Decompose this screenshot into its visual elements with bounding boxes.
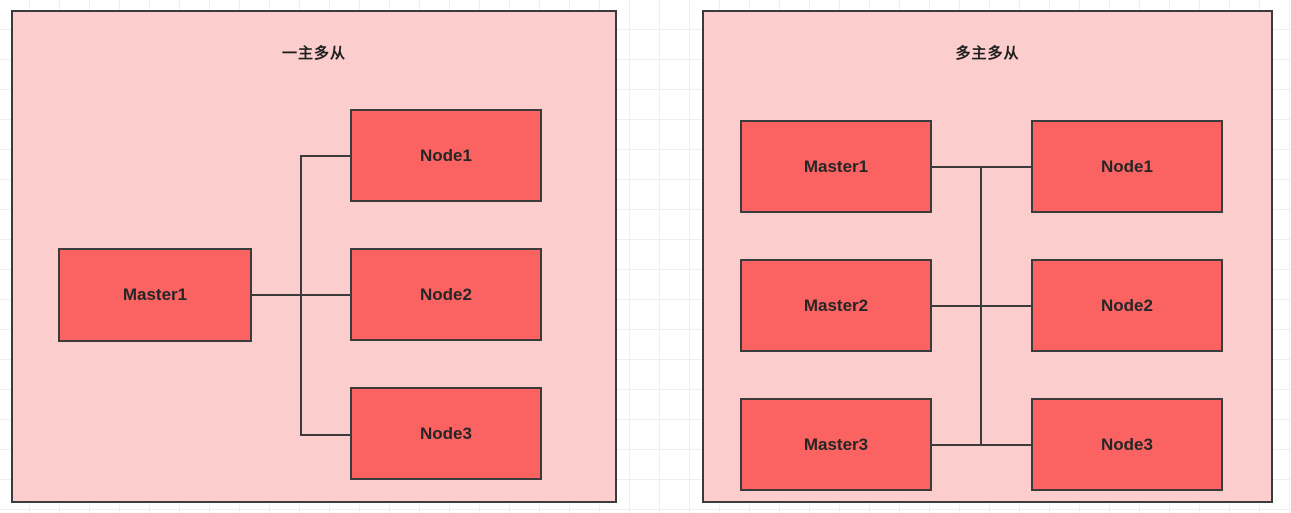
master-box-master3[interactable]: Master3	[740, 398, 932, 491]
master-box-master1[interactable]: Master1	[58, 248, 252, 342]
node-box-node3[interactable]: Node3	[1031, 398, 1223, 491]
node-box-node2[interactable]: Node2	[350, 248, 542, 341]
connector-master3-to-node3	[932, 444, 1031, 446]
node-box-node3[interactable]: Node3	[350, 387, 542, 480]
connector-master1-to-node1	[932, 166, 1031, 168]
master-box-master1[interactable]: Master1	[740, 120, 932, 213]
master-box-master2[interactable]: Master2	[740, 259, 932, 352]
connector-trunk-to-node1	[300, 155, 350, 157]
node-box-node2[interactable]: Node2	[1031, 259, 1223, 352]
panel-title-multi-master-multi-slave: 多主多从	[955, 44, 1020, 62]
connector-trunk-to-node3	[300, 434, 350, 436]
node-box-node1[interactable]: Node1	[350, 109, 542, 202]
panel-title-single-master-multi-slave: 一主多从	[281, 44, 346, 62]
connector-trunk-to-node2	[300, 294, 350, 296]
node-box-node1[interactable]: Node1	[1031, 120, 1223, 213]
connector-master2-to-node2	[932, 305, 1031, 307]
connector-master1-to-trunk	[252, 294, 300, 296]
